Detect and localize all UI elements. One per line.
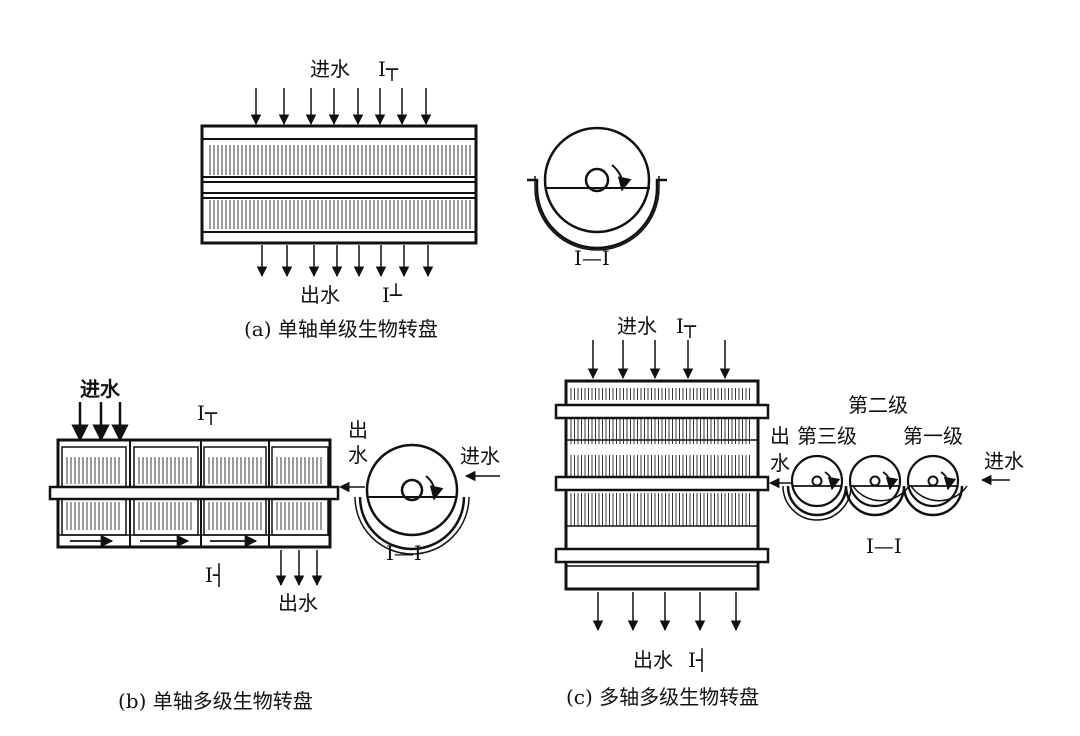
stage-shaft (811, 475, 823, 487)
diagram-b-disc (365, 443, 459, 537)
diagram-a-inflow-label: 进水 (310, 57, 350, 81)
diagram-b-inflow-arrows (71, 402, 129, 442)
diagram-b-caption: (b) 单轴多级生物转盘 (118, 689, 313, 713)
diagram-b-inflow-label: 进水 (80, 377, 121, 401)
diagram-c: 进水 I┬ 出 水 出水 I┤ (c) 多轴多级生物转盘 第二级 第三级 第一级… (554, 314, 1024, 709)
rotation-arrow (882, 471, 899, 491)
diagram-c-side-inflow-label: 进水 (984, 449, 1024, 473)
diagram-a-rotation-arrow (611, 164, 632, 192)
diagram-a-trough (527, 178, 667, 250)
diagram-c-disc-bands (566, 380, 758, 567)
diagram-c-inflow-label: 进水 (617, 314, 657, 338)
diagram-b-outflow-arrows (275, 550, 323, 587)
diagram-a-shaft-circle (584, 167, 610, 193)
diagram-c-troughs (786, 485, 964, 517)
diagram-a-disc (543, 126, 651, 234)
diagram-b: 进水 I┬ 出 水 I┤ 出水 (b) 单轴多级生物转盘 进水 I—I (48, 377, 500, 713)
diagram-c-section-view: I—I (866, 534, 902, 558)
diagram-c-shafts (554, 403, 770, 564)
diagram-c-cross-section: 第二级 第三级 第一级 进水 I—I (782, 393, 1024, 558)
rotation-arrow (824, 471, 841, 491)
diagram-a-section-bottom: I┴ (382, 283, 403, 307)
diagram-b-rotation-arrow (425, 475, 444, 501)
shaft (554, 547, 770, 564)
diagram-c-inflow-arrows (587, 340, 731, 380)
diagram-c-caption: (c) 多轴多级生物转盘 (566, 685, 759, 709)
diagram-c-section-top: I┬ (676, 314, 697, 338)
diagram-c-stage-1-label: 第一级 (903, 424, 963, 448)
diagram-b-section-top: I┬ (197, 401, 218, 425)
diagram-b-section-view: I—I (386, 541, 422, 565)
diagram-b-trough (358, 496, 466, 551)
stage-disc (906, 454, 960, 508)
diagram-b-outflow-label: 出水 (278, 591, 318, 615)
stage-shaft (927, 475, 939, 487)
shaft (554, 403, 770, 420)
diagram-b-side-outflow-2: 水 (348, 443, 368, 467)
diagram-c-stage-3-label: 第三级 (797, 424, 857, 448)
diagram-a: 进水 I┬ 出水 I┴ (a) 单轴单级生物转盘 I—I (200, 57, 667, 341)
diagram-c-side-outflow-1: 出 (770, 424, 790, 448)
diagram-a-outflow-arrows (256, 245, 434, 278)
diagram-c-outflow-arrows (592, 592, 742, 632)
shaft (554, 475, 770, 492)
rotation-arrow (940, 471, 957, 491)
stage-shaft (869, 475, 881, 487)
diagram-c-outflow-label: 出水 (633, 648, 673, 672)
diagram-a-caption: (a) 单轴单级生物转盘 (244, 317, 438, 341)
diagram-b-side-inflow-label: 进水 (460, 444, 500, 468)
diagram-a-tank (200, 124, 478, 245)
diagram-b-side-outflow-1: 出 (348, 418, 368, 442)
diagram-a-section-top: I┬ (378, 57, 399, 81)
diagram-a-cross-section: I—I (527, 126, 667, 270)
stage-disc (848, 454, 902, 508)
diagram-a-disc-pack (209, 145, 471, 229)
diagram-a-inflow-arrows (250, 88, 432, 126)
diagram-c-section-bottom: I┤ (688, 648, 708, 672)
diagram-a-section-view: I—I (574, 246, 610, 270)
diagram-b-section-bottom: I┤ (205, 563, 225, 587)
diagram-b-cross-section: 进水 I—I (354, 443, 500, 565)
diagram-b-shaft (48, 485, 340, 501)
diagram-c-stage-discs (790, 454, 960, 508)
diagram-c-side-outflow-2: 水 (770, 451, 790, 475)
diagram-a-outflow-label: 出水 (300, 283, 340, 307)
diagram-c-stage-2-label: 第二级 (848, 393, 908, 417)
stage-disc (790, 454, 844, 508)
